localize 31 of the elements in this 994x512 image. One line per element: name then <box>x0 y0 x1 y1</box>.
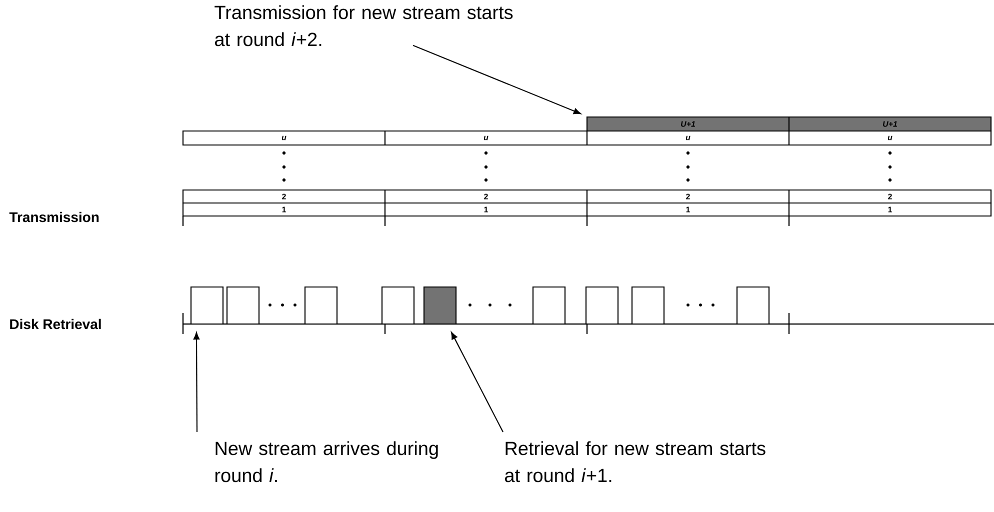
timeline-cell: 2 <box>384 189 588 204</box>
arrow <box>451 332 504 432</box>
block-square <box>226 286 260 325</box>
timeline-cell: u <box>788 130 992 146</box>
row-label: Transmission <box>9 212 99 222</box>
timeline-cell: u <box>182 130 386 146</box>
block-square <box>532 286 566 325</box>
block-square <box>190 286 224 325</box>
arrow <box>193 332 200 432</box>
timeline-cell: 1 <box>384 202 588 217</box>
timeline-cell: U+1 <box>586 116 790 132</box>
timeline-cell: u <box>384 130 588 146</box>
timeline-cell: 2 <box>788 189 992 204</box>
row-label: Disk Retrieval <box>10 318 101 330</box>
timeline-cell: 1 <box>586 202 790 217</box>
timeline-cell: U+1 <box>788 116 992 132</box>
timeline-cell: 2 <box>586 189 790 204</box>
timeline-cell: u <box>586 130 790 146</box>
annotation-text: Retrieval for new stream starts at round i+1. <box>505 441 766 482</box>
annotation-text: New stream arrives during round i. <box>215 441 438 482</box>
block-square <box>304 286 338 325</box>
timeline-cell: 1 <box>182 202 386 217</box>
annotation-text: Transmission for new stream starts at round i+2. <box>214 5 513 46</box>
block-square <box>585 286 619 325</box>
timeline-cell: 1 <box>788 202 992 217</box>
arrow <box>412 44 581 114</box>
timeline-cell: 2 <box>182 189 386 204</box>
block-square <box>631 286 665 325</box>
block-square <box>736 286 770 325</box>
block-square <box>423 286 457 325</box>
block-square <box>381 286 415 325</box>
